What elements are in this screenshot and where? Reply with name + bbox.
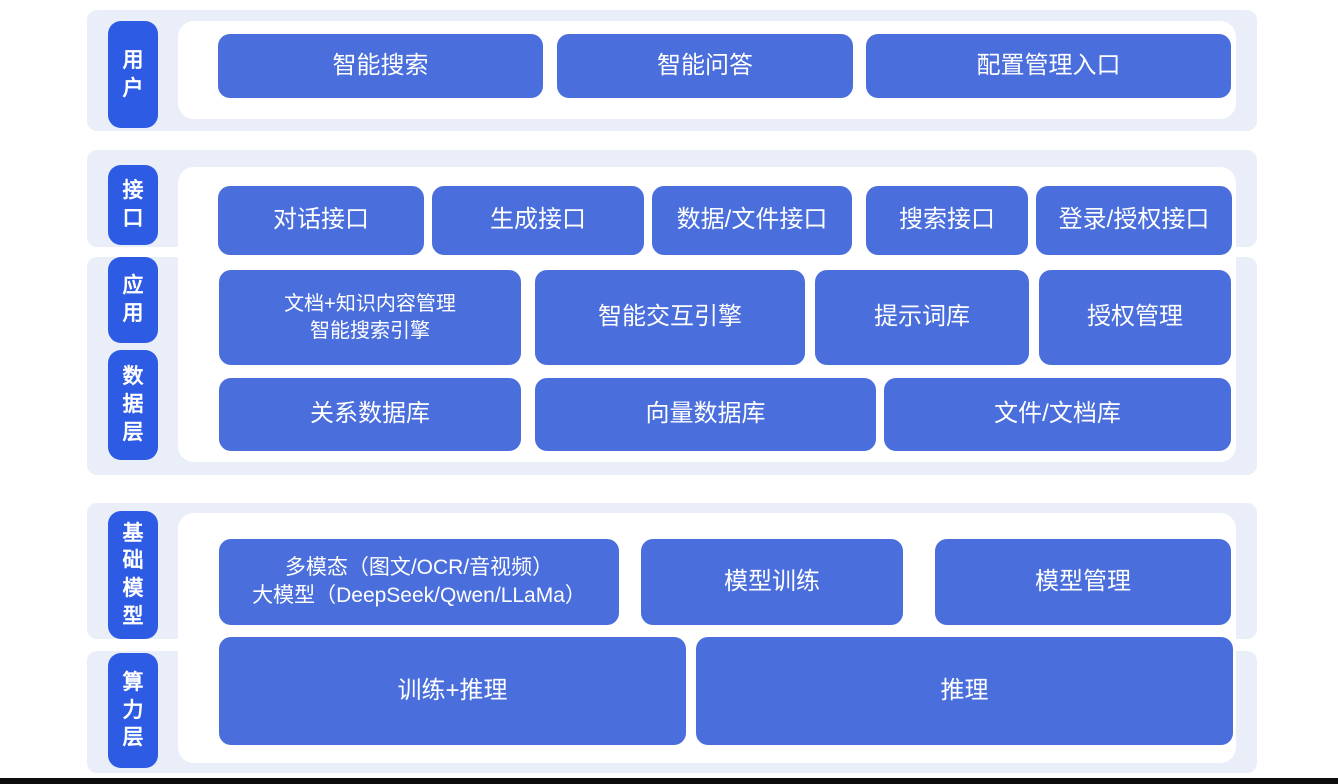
block-vector-db-label: 向量数据库 [645,400,766,428]
layer-label-user-text: 用户 [122,48,144,100]
layer-label-data: 数据层 [108,350,158,460]
block-doc-knowledge-search-engine: 文档+知识内容管理 智能搜索引擎 [219,270,521,365]
block-prompt-library-label: 提示词库 [874,303,970,331]
block-smart-qa: 智能问答 [557,34,853,98]
block-relational-db-label: 关系数据库 [310,400,430,428]
layer-label-base-model-text: 基础模型 [122,521,144,628]
block-model-management-label: 模型管理 [1035,567,1131,595]
layer-label-interface-text: 接口 [122,179,144,230]
block-interaction-engine: 智能交互引擎 [535,270,805,365]
block-training-inference-label: 训练+推理 [397,676,508,704]
block-login-auth-api-label: 登录/授权接口 [1058,206,1210,234]
layer-label-compute-text: 算力层 [122,670,144,750]
layer-label-user: 用户 [108,21,158,128]
layer-label-base-model: 基础模型 [108,511,158,639]
block-file-doc-store-label: 文件/文档库 [994,400,1121,428]
block-search-api-label: 搜索接口 [899,206,995,234]
block-model-training: 模型训练 [641,539,903,625]
block-login-auth-api: 登录/授权接口 [1036,186,1232,255]
block-smart-search: 智能搜索 [218,34,543,98]
block-config-entry-label: 配置管理入口 [976,51,1121,79]
layer-label-application-text: 应用 [122,274,144,325]
layer-label-compute: 算力层 [108,653,158,768]
layer-label-data-text: 数据层 [122,365,144,444]
block-training-inference: 训练+推理 [219,637,686,745]
block-data-file-api: 数据/文件接口 [652,186,852,255]
block-interaction-engine-label: 智能交互引擎 [598,303,742,331]
block-file-doc-store: 文件/文档库 [884,378,1231,451]
block-generation-api-label: 生成接口 [490,206,586,234]
block-vector-db: 向量数据库 [535,378,876,451]
block-auth-management-label: 授权管理 [1087,303,1183,331]
block-doc-knowledge-line1: 文档+知识内容管理 [284,292,456,315]
block-inference-label: 推理 [940,676,989,704]
block-relational-db: 关系数据库 [219,378,521,451]
block-generation-api: 生成接口 [432,186,644,255]
bottom-divider-rule [0,778,1338,784]
block-auth-management: 授权管理 [1039,270,1231,365]
block-search-api: 搜索接口 [866,186,1028,255]
block-smart-qa-label: 智能问答 [657,51,753,79]
block-data-file-api-label: 数据/文件接口 [676,206,828,234]
block-multimodal-llm: 多模态（图文/OCR/音视频） 大模型（DeepSeek/Qwen/LLaMa） [219,539,619,625]
block-doc-knowledge-line2: 智能搜索引擎 [310,319,430,342]
block-dialog-api: 对话接口 [218,186,424,255]
layer-label-interface: 接口 [108,165,158,245]
block-inference: 推理 [696,637,1233,745]
block-model-management: 模型管理 [935,539,1231,625]
block-multimodal-llm-line1: 多模态（图文/OCR/音视频） [284,555,554,579]
block-config-entry: 配置管理入口 [866,34,1231,98]
block-multimodal-llm-line2: 大模型（DeepSeek/Qwen/LLaMa） [252,584,586,607]
block-smart-search-label: 智能搜索 [332,51,429,79]
block-model-training-label: 模型训练 [724,567,820,595]
block-prompt-library: 提示词库 [815,270,1029,365]
layer-label-application: 应用 [108,257,158,343]
block-dialog-api-label: 对话接口 [273,206,369,234]
